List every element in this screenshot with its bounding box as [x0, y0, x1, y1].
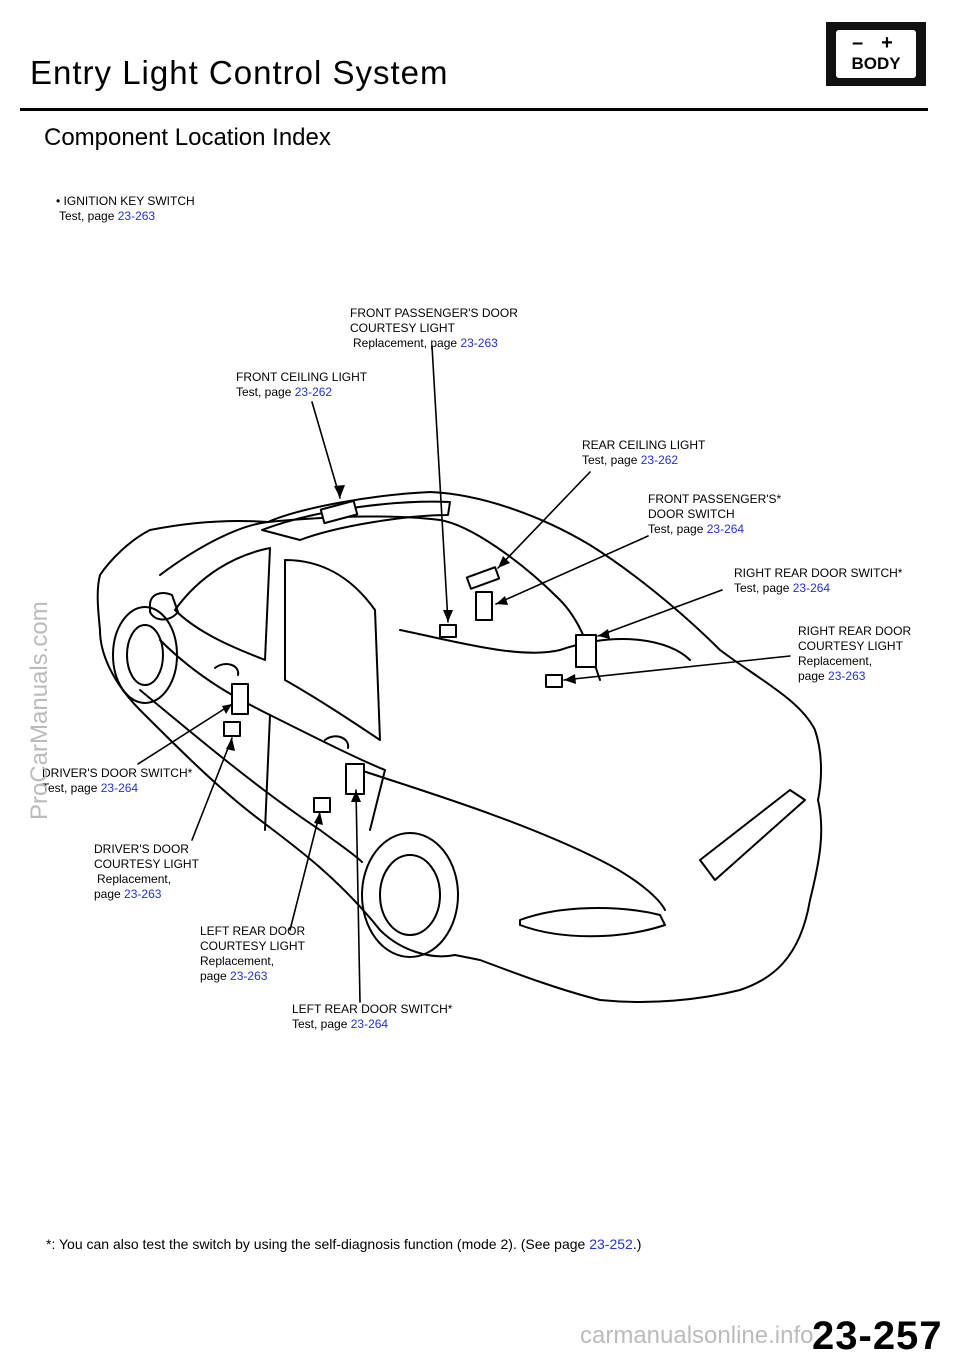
- bottom-watermark: carmanualsonline.info: [580, 1322, 814, 1349]
- page-link[interactable]: 23-263: [124, 887, 162, 901]
- page-link[interactable]: 23-264: [706, 522, 745, 536]
- leader-front-passenger-courtesy-light: [431, 345, 449, 623]
- leader-front-ceiling-light: [311, 401, 341, 499]
- label-ignition-key-switch: • IGNITION KEY SWITCH Test, page 23-263: [56, 194, 195, 223]
- rear-door-window: [284, 559, 381, 741]
- drivers-door-courtesy-light-marker: [223, 721, 241, 737]
- label-front-passenger-door-switch: FRONT PASSENGER'S* DOOR SWITCH Test, pag…: [648, 492, 782, 536]
- rocker-panel: [139, 689, 363, 863]
- front-door-window: [174, 547, 271, 661]
- footnote: *: You can also test the switch by using…: [46, 1236, 642, 1252]
- rear-door-handle: [324, 735, 350, 749]
- page-link[interactable]: 23-263: [828, 669, 866, 683]
- leader-left-rear-door-switch: [355, 789, 361, 1003]
- car-body-outline: [96, 491, 823, 1003]
- front-door-handle: [214, 663, 240, 676]
- section-subtitle: Component Location Index: [44, 124, 331, 151]
- right-rear-courtesy-light-marker: [545, 674, 563, 688]
- badge-label: BODY: [851, 54, 901, 73]
- label-front-passenger-door-courtesy-light: FRONT PASSENGER'S DOOR COURTESY LIGHT Re…: [350, 306, 518, 350]
- front-wheel: [112, 606, 178, 704]
- label-drivers-door-courtesy-light: DRIVER'S DOOR COURTESY LIGHT Replacement…: [94, 842, 199, 901]
- rear-door-edge: [269, 714, 386, 831]
- left-rear-courtesy-light-marker: [313, 797, 331, 813]
- footnote-page-link[interactable]: 23-252: [589, 1236, 633, 1252]
- page-link[interactable]: 23-263: [230, 969, 268, 983]
- front-passenger-door-switch-marker: [475, 591, 493, 621]
- page-link[interactable]: 23-264: [100, 781, 139, 795]
- leader-left-rear-courtesy-light: [289, 811, 321, 931]
- label-right-rear-door-switch: RIGHT REAR DOOR SWITCH* Test, page 23-26…: [734, 566, 903, 595]
- leader-drivers-door-switch: [137, 703, 233, 765]
- label-drivers-door-switch: DRIVER'S DOOR SWITCH* Test, page 23-264: [42, 766, 193, 795]
- rear-wheel: [361, 832, 459, 958]
- right-rear-door-switch-marker: [575, 634, 597, 668]
- label-left-rear-door-switch: LEFT REAR DOOR SWITCH* Test, page 23-264: [292, 1002, 453, 1031]
- label-right-rear-door-courtesy-light: RIGHT REAR DOOR COURTESY LIGHT Replaceme…: [798, 624, 912, 683]
- page-link[interactable]: 23-264: [792, 581, 831, 595]
- side-watermark: ProCarManuals.com: [26, 601, 53, 820]
- front-ceiling-light-marker: [319, 499, 359, 525]
- page-link[interactable]: 23-263: [117, 209, 156, 223]
- car-roof: [159, 515, 601, 681]
- trunk-lid: [359, 769, 666, 911]
- battery-terminals: –+: [852, 32, 911, 54]
- page-link[interactable]: 23-264: [350, 1017, 389, 1031]
- taillight-trim: [699, 789, 806, 881]
- leader-drivers-door-courtesy-light: [191, 737, 233, 841]
- leader-right-rear-courtesy-light: [563, 655, 791, 681]
- leader-rear-ceiling-light: [497, 471, 591, 569]
- leader-right-rear-door-switch: [597, 589, 723, 637]
- page-link[interactable]: 23-262: [294, 385, 333, 399]
- battery-body-badge: –+ BODY: [826, 22, 926, 86]
- page-title: Entry Light Control System: [30, 54, 449, 91]
- rear-bumper: [519, 907, 666, 938]
- rear-ceiling-light-marker: [465, 566, 501, 590]
- page-number: 23-257: [812, 1314, 943, 1358]
- leader-front-passenger-door-switch: [495, 535, 649, 605]
- label-rear-ceiling-light: REAR CEILING LIGHT Test, page 23-262: [582, 438, 706, 467]
- front-door-edge: [159, 639, 271, 831]
- page-link[interactable]: 23-262: [640, 453, 679, 467]
- label-front-ceiling-light: FRONT CEILING LIGHT Test, page 23-262: [236, 370, 368, 399]
- drivers-door-switch-marker: [231, 683, 249, 715]
- front-passenger-courtesy-light-marker: [439, 624, 457, 638]
- label-left-rear-door-courtesy-light: LEFT REAR DOOR COURTESY LIGHT Replacemen…: [200, 924, 306, 983]
- battery-icon: –+ BODY: [836, 30, 916, 78]
- left-rear-door-switch-marker: [345, 763, 365, 795]
- rear-window: [399, 629, 691, 661]
- side-mirror: [149, 592, 179, 621]
- title-divider: [20, 108, 928, 111]
- page-link[interactable]: 23-263: [460, 336, 498, 350]
